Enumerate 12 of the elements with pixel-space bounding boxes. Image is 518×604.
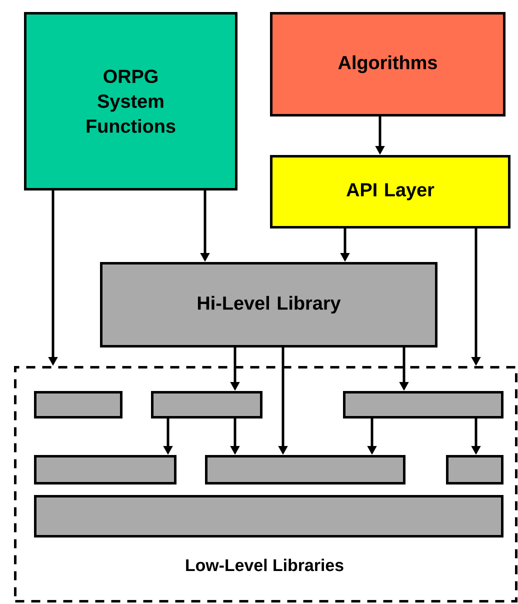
library-box: Hi-Level Library [100, 262, 438, 348]
function-box: ORPG System Functions [24, 12, 238, 190]
library-bar [343, 391, 504, 418]
algorithm-box: Algorithms [270, 12, 506, 116]
library-bar [34, 455, 176, 484]
library-bar [34, 495, 504, 538]
library-bar [446, 455, 504, 484]
dashed-group: Low-Level Libraries [14, 366, 518, 602]
library-bar [151, 391, 262, 418]
library-bar [34, 391, 122, 418]
library-bar [205, 455, 406, 484]
layer-box: API Layer [270, 155, 510, 228]
